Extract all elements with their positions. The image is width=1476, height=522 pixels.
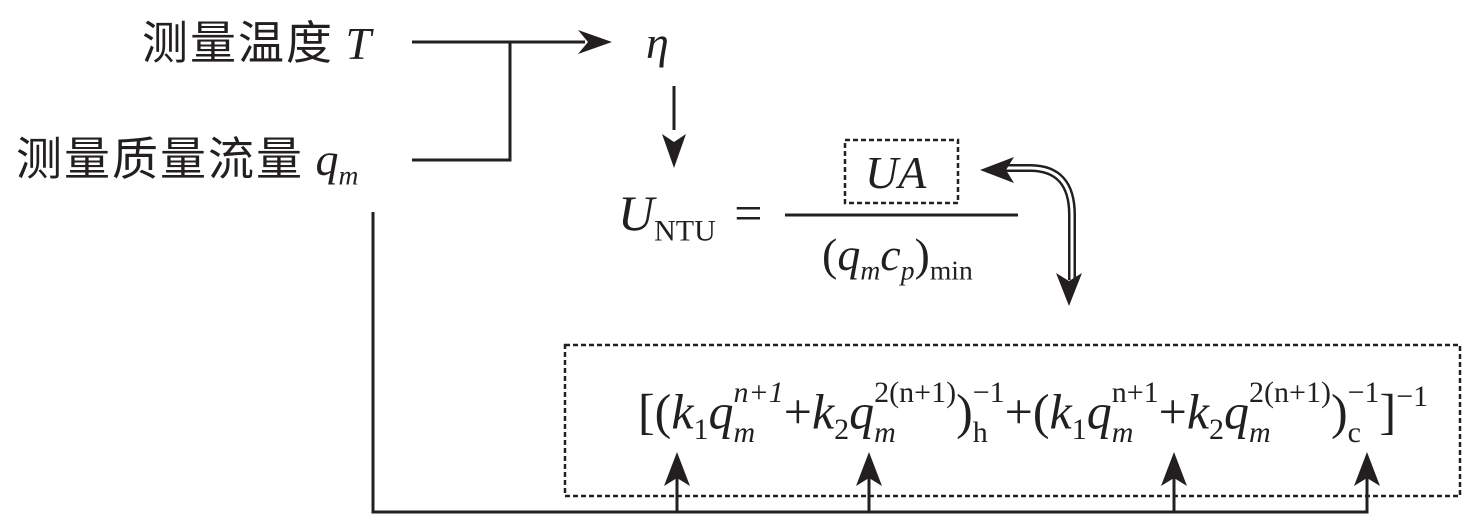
expr-q-1-subscript: m: [733, 416, 756, 449]
expr-k2-c-subscript: 2: [1209, 413, 1225, 446]
expr-k1-c: k: [1049, 383, 1072, 440]
expr-q-2-scripts: 2(n+1) m: [874, 377, 956, 448]
expr-k1-c-subscript: 1: [1071, 413, 1087, 446]
expr-hot-subscript: h: [972, 416, 988, 449]
ntu-subscript: NTU: [654, 214, 716, 248]
expr-cold-scripts: −1 c: [1348, 377, 1380, 448]
expr-q-3: q: [1086, 383, 1112, 440]
denominator-open-paren: (: [822, 229, 838, 280]
arrowhead-to-ntu: [662, 134, 686, 168]
expr-exp-3: n+1: [1111, 375, 1159, 409]
denominator-c-subscript: p: [900, 254, 915, 286]
efficiency-symbol: η: [646, 17, 669, 68]
equals-sign: =: [734, 185, 763, 241]
mass-flow-label-text: 测量质量流量: [16, 132, 304, 186]
expr-hot-scripts: −1 h: [973, 377, 1005, 448]
expr-k2: k: [811, 383, 835, 440]
expr-close-cold: ): [1330, 383, 1348, 440]
expr-exp-1: n+1: [733, 375, 784, 409]
denominator-q: q: [837, 229, 861, 280]
denominator-c: c: [880, 229, 901, 280]
ua-dashed-box: [843, 138, 960, 205]
double-arrow-outer: [1005, 164, 1076, 280]
ntu-lhs: UNTU =: [618, 188, 762, 247]
expr-q-3-scripts: n+1 m: [1112, 377, 1159, 448]
expr-hot-inverse: −1: [972, 375, 1005, 409]
temperature-input-label: 测量温度 T: [142, 20, 371, 67]
denominator-q-subscript: m: [860, 254, 881, 286]
arrowhead-up-4: [1354, 452, 1380, 486]
expr-q-4: q: [1224, 383, 1250, 440]
expr-k2-subscript: 2: [834, 413, 850, 446]
arrowhead-up-3: [1161, 452, 1187, 486]
double-arrow-inner: [1005, 166, 1074, 280]
expr-exp-4: 2(n+1): [1249, 375, 1331, 409]
expr-cold-subscript: c: [1347, 416, 1361, 449]
expr-outer-inverse: −1: [1396, 380, 1429, 413]
denominator-close-paren: ): [914, 229, 930, 280]
mass-flow-input-label: 测量质量流量 qm: [16, 136, 358, 189]
ntu-numerator: UA: [865, 147, 927, 198]
temperature-symbol: T: [345, 18, 372, 69]
expr-q-4-scripts: 2(n+1) m: [1249, 377, 1331, 448]
double-arrow-head-left: [980, 157, 1014, 183]
expr-plus-open: +(: [1004, 383, 1050, 440]
arrowhead-to-eta: [578, 30, 612, 54]
expr-cold-inverse: −1: [1347, 375, 1380, 409]
arrowhead-up-2: [856, 452, 882, 486]
double-arrow-head-down: [1056, 273, 1082, 306]
expr-close-bracket: ]: [1379, 383, 1397, 440]
mass-flow-join-line: [412, 42, 512, 162]
expr-q-2: q: [849, 383, 875, 440]
expr-q-1: q: [708, 383, 734, 440]
expr-exp-2: 2(n+1): [874, 375, 957, 409]
expr-k1: k: [671, 383, 694, 440]
mass-flow-symbol: q: [315, 134, 339, 185]
mass-flow-subscript: m: [338, 159, 359, 191]
expr-plus-2: +: [1158, 383, 1187, 440]
ntu-symbol: U: [618, 185, 655, 241]
expr-open-bracket: [(: [638, 383, 672, 440]
temperature-label-text: 测量温度: [142, 16, 334, 70]
denominator-min-subscript: min: [929, 254, 973, 286]
expr-q-4-subscript: m: [1249, 416, 1271, 449]
arrowhead-up-1: [664, 452, 690, 486]
expr-q-1-scripts: n+1 m: [734, 377, 784, 448]
ntu-denominator: (qmcp)min: [822, 232, 973, 284]
expr-k1-subscript: 1: [693, 413, 709, 446]
expr-plus-1: +: [783, 383, 812, 440]
expr-k2-c: k: [1186, 383, 1210, 440]
expr-q-3-subscript: m: [1111, 416, 1134, 449]
ua-expression-dashed-box: [563, 343, 1462, 498]
expr-q-2-subscript: m: [874, 416, 896, 449]
expr-close-hot: ): [956, 383, 973, 440]
